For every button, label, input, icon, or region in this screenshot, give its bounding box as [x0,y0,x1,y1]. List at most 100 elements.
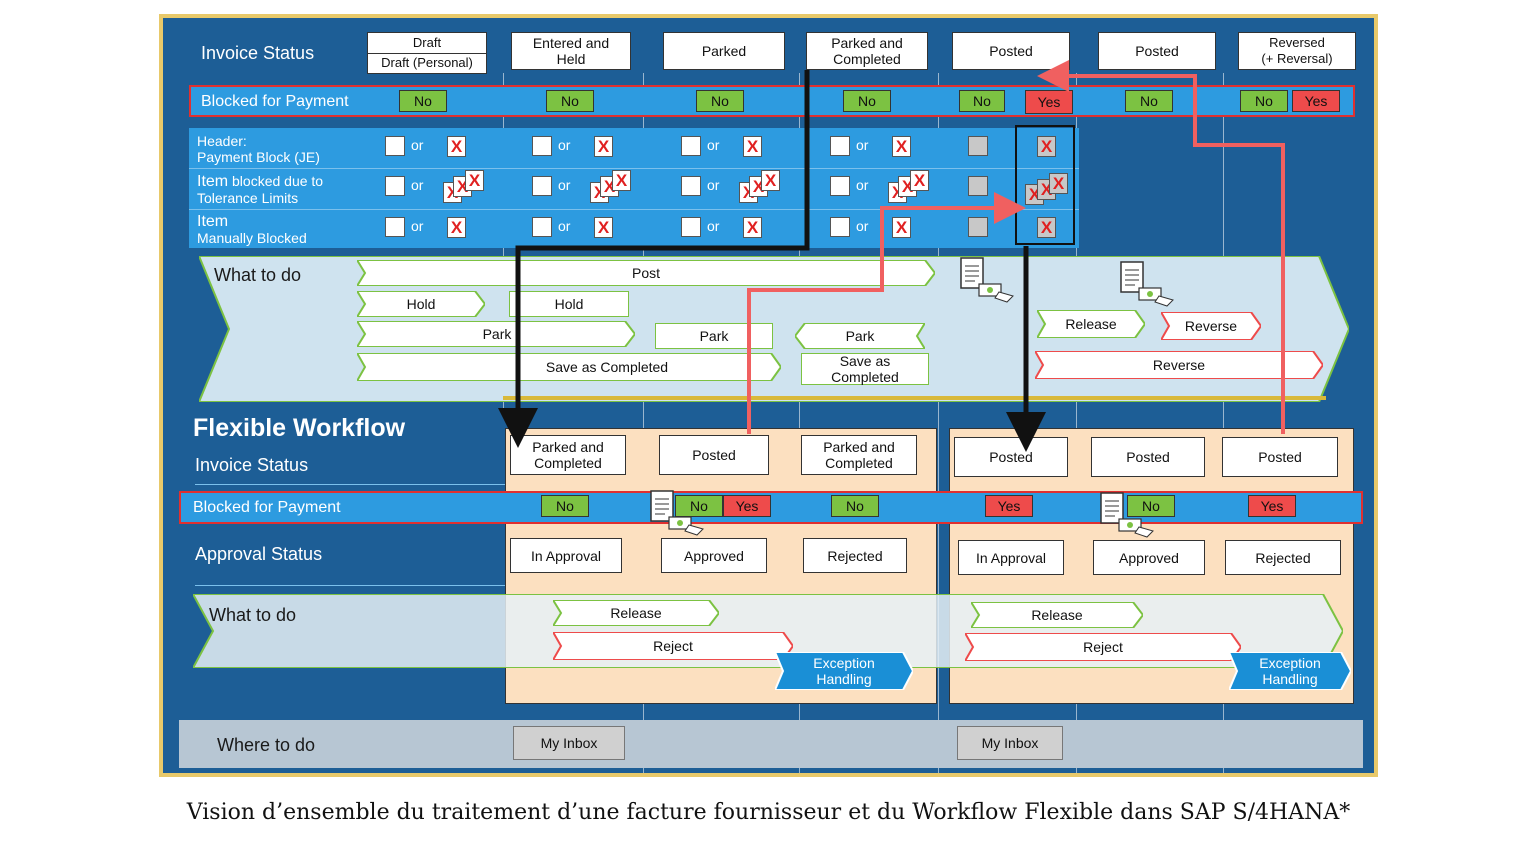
grey-checkbox-icon [968,176,988,196]
wf-status-posted: Posted [1222,437,1338,477]
or-text: or [411,137,424,153]
grey-checkbox-icon [968,136,988,156]
empty-checkbox-icon [681,217,701,237]
what-to-do-label: What to do [214,265,302,285]
item-tolerance-line1: Item blocked due to [197,173,323,190]
or-text: or [856,137,869,153]
header-block-line1: Header: [197,133,247,149]
x-mark-icon: X [447,217,466,238]
empty-checkbox-icon [385,176,405,196]
wf-status-parked-completed: Parked and Completed [510,435,626,475]
invoice-payment-icon [650,490,704,536]
hold-button[interactable]: Hold [554,296,584,312]
status-draft-line2: Draft (Personal) [368,52,486,74]
grey-checkbox-icon [968,217,988,237]
wf-blocked-no-tag: No [831,495,879,517]
park-button[interactable]: Park [482,326,512,342]
blocked-no-tag: No [1240,90,1288,112]
approval-approved: Approved [661,538,767,573]
park-button-shape [357,321,635,347]
invoice-payment-icon [1100,492,1154,538]
park-button[interactable]: Park [845,328,875,344]
item-word: Item [197,173,229,190]
save-completed-button[interactable]: Save as Completed [831,353,899,385]
or-text: or [558,177,571,193]
or-text: or [856,177,869,193]
release-button-shape [553,600,719,626]
x-mark-icon: X [892,217,911,238]
x-mark-icon: X [1037,217,1056,238]
header-block-label: Header: Payment Block (JE) [197,133,320,165]
approval-in-approval: In Approval [958,540,1064,575]
block-rows-band [189,128,1079,248]
empty-checkbox-icon [532,176,552,196]
release-button[interactable]: Release [1065,316,1117,332]
blocked-no-tag: No [399,90,447,112]
blocked-no-tag: No [1125,90,1173,112]
column-divider [938,73,939,773]
x-mark-icon: X [892,136,911,157]
approval-rejected: Rejected [1225,540,1341,575]
wf-blocked-yes-tag: Yes [985,495,1033,517]
or-text: or [707,218,720,234]
row-divider [195,484,505,485]
status-reversed: Reversed (+ Reversal) [1238,32,1356,70]
exception-handling-button[interactable]: Exception Handling [1259,655,1321,687]
section-divider [503,396,1326,400]
blocked-no-tag: No [546,90,594,112]
row-divider [189,168,1079,169]
empty-checkbox-icon [385,136,405,156]
reverse-button-shape [1035,351,1323,379]
reverse-button-shape [1161,312,1261,340]
release-button[interactable]: Release [1031,607,1083,623]
where-to-do-band [179,720,1363,768]
where-to-do-label: Where to do [217,735,316,755]
status-draft: Draft Draft (Personal) [367,32,487,74]
reverse-button[interactable]: Reverse [1152,357,1206,373]
reverse-button[interactable]: Reverse [1184,318,1238,334]
post-button[interactable]: Post [631,265,660,281]
approval-status-label: Approval Status [195,544,323,564]
invoice-status-label: Invoice Status [201,43,315,63]
x-mark-icon: X [761,170,780,191]
item-tolerance-line2: Tolerance Limits [197,190,299,206]
hold-button[interactable]: Hold [406,296,436,312]
workflow-invoice-status-label: Invoice Status [195,455,309,475]
release-button[interactable]: Release [610,605,662,621]
exception-handling-button-shape [1229,652,1351,690]
release-button-shape [971,602,1143,628]
exception-handling-button[interactable]: Exception Handling [813,655,875,687]
my-inbox-button[interactable]: My Inbox [957,726,1063,760]
flow-arrows [498,60,1285,452]
figure-caption: Vision d’ensemble du traitement d’une fa… [186,800,1351,825]
my-inbox-button[interactable]: My Inbox [513,726,625,760]
posted-yes-highlight [1015,125,1075,245]
row-divider [195,585,505,586]
empty-checkbox-icon [681,136,701,156]
or-text: or [707,177,720,193]
x-mark-icon: X [1049,173,1068,194]
column-divider [1076,73,1077,773]
x-mark-icon: X [612,170,631,191]
x-mark-icon: X [743,136,762,157]
x-mark-icon: X [910,170,929,191]
blocked-no-tag: No [696,90,744,112]
column-divider [1223,73,1224,773]
or-text: or [411,177,424,193]
status-draft-line1: Draft [412,34,442,50]
reject-button[interactable]: Reject [1083,639,1123,655]
status-posted: Posted [1098,32,1216,70]
wf-blocked-label: Blocked for Payment [193,499,341,516]
blocked-payment-label: Blocked for Payment [201,93,349,110]
reject-button-shape [965,633,1241,661]
post-button-shape [357,260,935,286]
park-button[interactable]: Park [699,328,729,344]
empty-checkbox-icon [385,217,405,237]
exception-handling-button-shape [775,652,913,690]
wf-status-posted: Posted [1091,437,1205,477]
blocked-no-tag: No [843,90,891,112]
blocked-no-tag: No [959,90,1005,112]
save-completed-button[interactable]: Save as Completed [545,359,669,375]
reject-button[interactable]: Reject [653,638,693,654]
or-text: or [411,218,424,234]
